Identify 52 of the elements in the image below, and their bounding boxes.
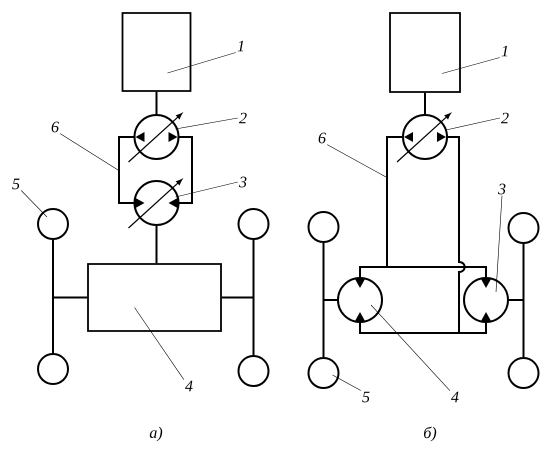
callout-number: 2 [239, 112, 247, 124]
motor-symbol [128, 179, 182, 228]
leader-line [332, 374, 362, 391]
axle-line [322, 243, 337, 357]
callout-number: 6 [52, 122, 59, 132]
shaft-line [156, 226, 158, 264]
leader-line [167, 52, 236, 74]
wheel [37, 353, 69, 385]
wheel [37, 208, 69, 240]
motor-symbol [337, 277, 383, 323]
leader-line [175, 118, 238, 130]
leader-line [326, 144, 386, 178]
shaft-line [424, 92, 426, 114]
leader-line [20, 190, 48, 218]
callout-number: 4 [185, 380, 193, 392]
pump-symbol [396, 113, 451, 162]
callout-number: 3 [498, 184, 506, 194]
hydraulic-line [359, 136, 487, 334]
rectangle [389, 12, 461, 93]
leader-line [442, 57, 500, 74]
rectangle [122, 12, 192, 92]
hydraulic-line [359, 136, 487, 277]
leader-line [370, 304, 450, 391]
callout-number: 4 [451, 392, 459, 402]
shaft-line [156, 92, 158, 114]
leader-line [496, 195, 502, 292]
callout-number: 2 [501, 112, 509, 124]
wheel [238, 208, 270, 240]
axle-line [509, 244, 524, 357]
axle-line [222, 240, 254, 355]
wheel [238, 355, 270, 387]
callout-number: 3 [239, 176, 246, 188]
leader-line [446, 118, 500, 130]
wheel [508, 212, 540, 244]
caption: а) [150, 426, 162, 442]
callout-number: 5 [12, 178, 20, 190]
leader-line [60, 133, 118, 170]
wheel [508, 357, 540, 389]
callout-number: 6 [318, 132, 326, 144]
hydraulic-line [118, 136, 134, 204]
callout-number: 1 [502, 46, 508, 56]
wheel [308, 357, 340, 389]
wheel [308, 211, 340, 243]
motor-symbol [463, 277, 509, 323]
hydraulic-line [180, 136, 193, 204]
callout-number: 5 [362, 392, 370, 402]
leader-line [175, 182, 238, 198]
rectangle [87, 263, 222, 332]
callout-number: 1 [238, 40, 244, 52]
pump-symbol [128, 113, 182, 162]
leader-line [134, 307, 184, 380]
caption: б) [424, 426, 436, 442]
